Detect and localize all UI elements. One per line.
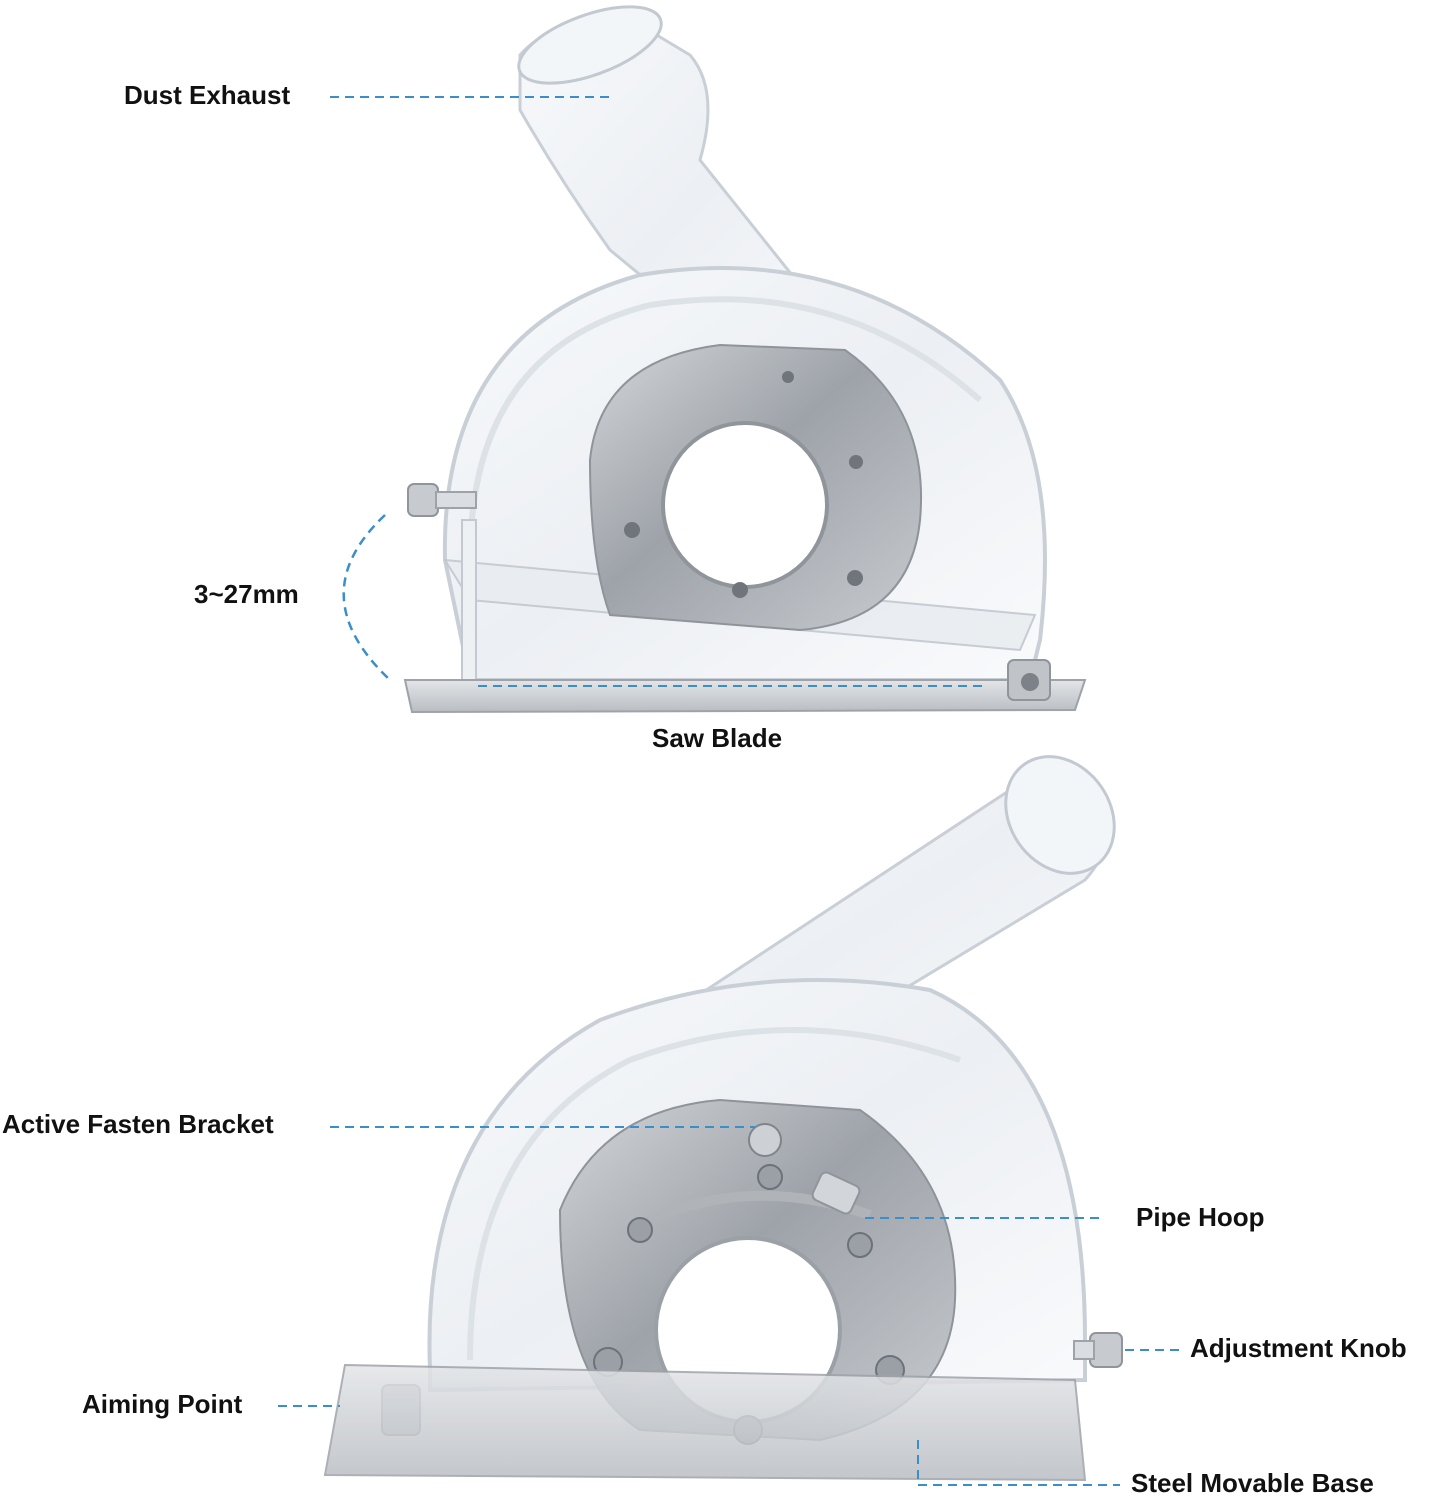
leader-lines [278, 96, 1185, 1486]
label-dust-exhaust: Dust Exhaust [124, 80, 291, 110]
label-steel-movable-base: Steel Movable Base [1131, 1468, 1374, 1498]
label-pipe-hoop: Pipe Hoop [1136, 1202, 1265, 1232]
bottom-guard-illustration [323, 755, 1123, 1482]
label-depth-range: 3~27mm [194, 579, 299, 609]
label-aiming-point: Aiming Point [82, 1389, 243, 1419]
label-saw-blade: Saw Blade [652, 723, 783, 753]
top-guard-illustration [403, 5, 1087, 714]
label-adjustment-knob: Adjustment Knob [1190, 1333, 1407, 1363]
label-active-fasten-bracket: Active Fasten Bracket [2, 1109, 274, 1139]
leader-steel-movable-base [917, 1440, 1120, 1486]
leader-depth-range [342, 514, 391, 681]
